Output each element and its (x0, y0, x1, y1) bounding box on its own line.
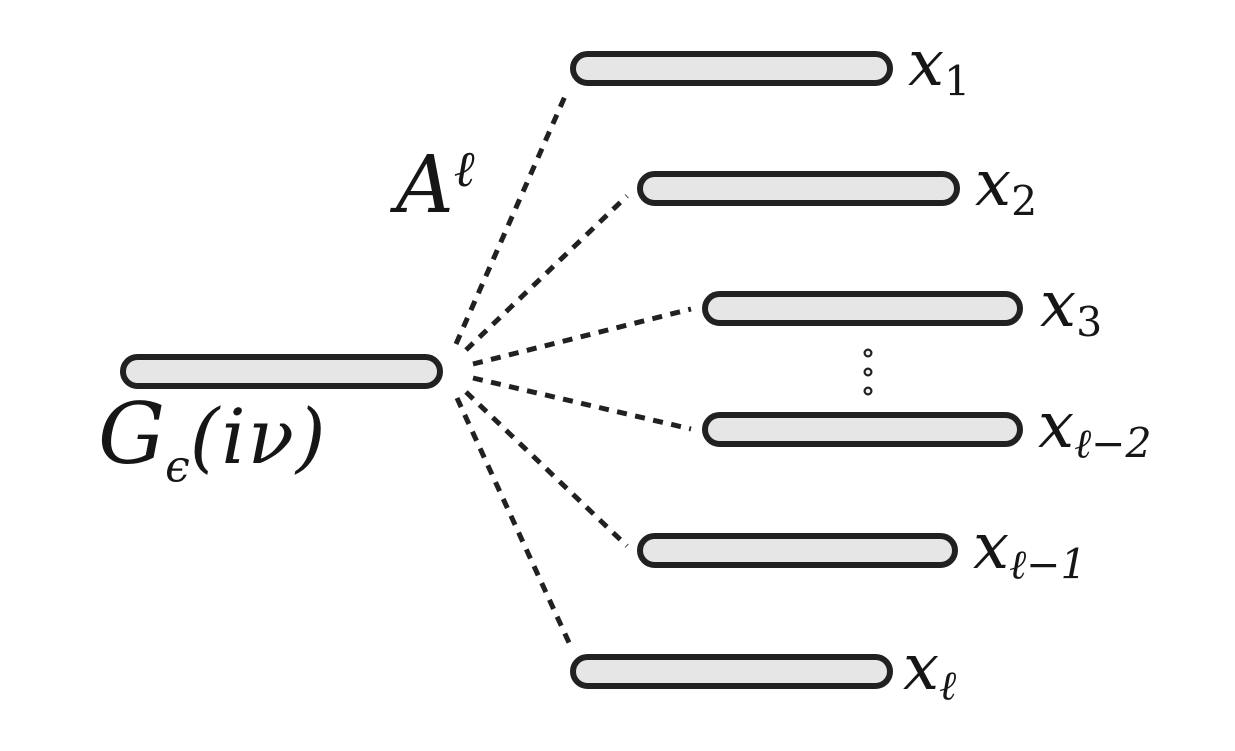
label-x3-base: x (1040, 268, 1077, 342)
label-xl-subscript: ℓ (939, 661, 957, 710)
vdots-icon (863, 348, 873, 396)
edge-to-x1 (453, 92, 569, 346)
edge-to-xl1 (464, 390, 629, 548)
label-x2: x2 (975, 152, 1037, 223)
node-bar-x1 (570, 51, 893, 86)
node-bar-x2 (637, 171, 960, 206)
node-bar-xl (570, 654, 893, 689)
edge-to-xl2 (472, 375, 692, 432)
label-g-argument: (iν) (189, 392, 328, 481)
label-a-superscript: ℓ (453, 140, 475, 198)
connection-fan (453, 92, 692, 649)
label-g: Gϵ(iν) (98, 392, 328, 489)
edge-to-x3 (472, 306, 692, 367)
node-bar-x3 (702, 291, 1023, 326)
label-g-subscript: ϵ (165, 441, 190, 493)
node-bar-g (120, 354, 443, 389)
label-xl: xℓ (903, 636, 956, 707)
label-x1-subscript: 1 (944, 57, 971, 106)
label-x3-subscript: 3 (1076, 298, 1103, 347)
edge-to-xl (454, 396, 574, 649)
label-g-base: G (98, 385, 166, 483)
label-xl2-subscript: ℓ−2 (1074, 419, 1152, 468)
node-bar-xl1 (637, 533, 958, 568)
edge-to-x2 (464, 194, 629, 352)
label-xl1-subscript: ℓ−1 (1009, 540, 1087, 589)
node-bar-xl2 (702, 412, 1023, 447)
label-x2-base: x (975, 147, 1012, 221)
label-xl1: xℓ−1 (973, 515, 1087, 586)
label-xl2: xℓ−2 (1038, 394, 1152, 465)
label-x2-subscript: 2 (1011, 177, 1038, 226)
label-x1: x1 (908, 32, 970, 103)
label-xl1-base: x (973, 510, 1010, 584)
label-x3: x3 (1040, 273, 1102, 344)
label-a-matrix: Aℓ (396, 144, 475, 225)
label-a-base: A (396, 138, 454, 231)
label-xl-base: x (903, 631, 940, 705)
label-xl2-base: x (1038, 389, 1075, 463)
label-x1-base: x (908, 27, 945, 101)
